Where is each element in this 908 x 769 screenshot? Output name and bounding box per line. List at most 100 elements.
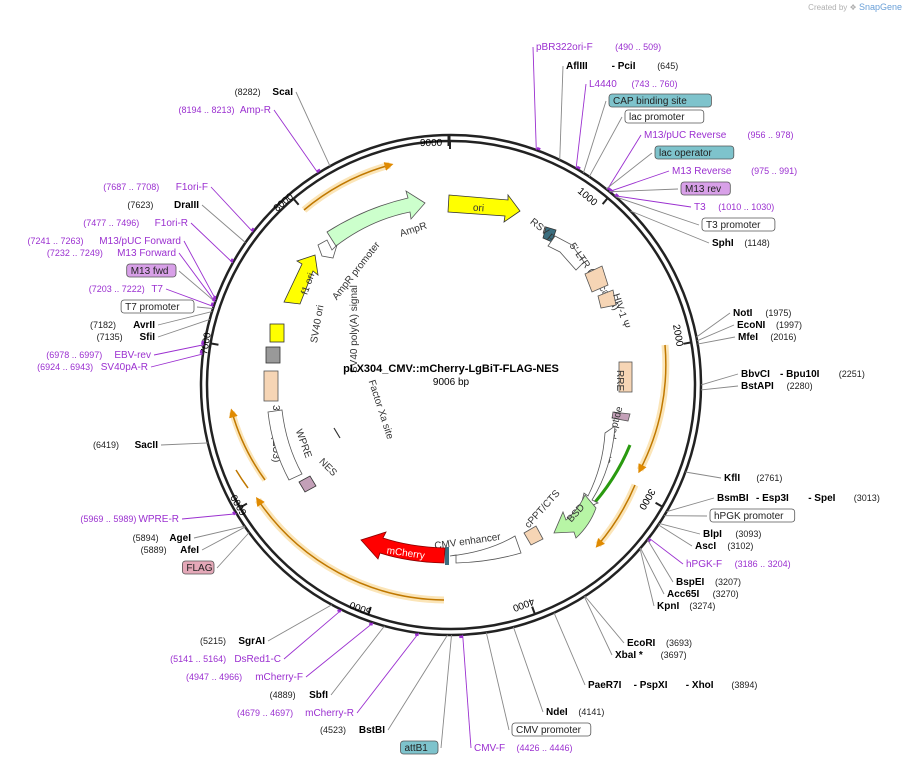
map-label-ecori[interactable]: EcoRI(3693) [627, 638, 692, 649]
map-label-blpi[interactable]: BlpI (3093) [703, 529, 761, 540]
tick-mark [531, 606, 536, 615]
feature-ltr3-box [263, 370, 279, 402]
map-label-ampr[interactable]: Amp-R(8194 .. 8213) [178, 105, 271, 116]
map-label-mcherryf[interactable]: mCherry-F(4947 .. 4966) [186, 672, 303, 683]
map-label-m13revbox[interactable]: M13 rev [680, 181, 731, 196]
site-coord: (3093) [735, 529, 761, 539]
map-label-sv40pa[interactable]: SV40pA-R(6924 .. 6943) [37, 362, 148, 373]
map-label-f1orir[interactable]: F1ori-R(7477 .. 7496) [83, 218, 188, 229]
map-label-l4440[interactable]: L4440(743 .. 760) [589, 79, 678, 90]
label-connector [606, 134, 642, 191]
map-label-hpgkprom[interactable]: hPGK promoter [709, 508, 796, 523]
map-label-lacprom[interactable]: lac promoter [624, 109, 705, 124]
primer-name: mCherry-R [305, 708, 354, 719]
map-label-asci[interactable]: AscI(3102) [695, 541, 753, 552]
map-label-m13forward[interactable]: M13 Forward(7232 .. 7249) [47, 248, 176, 259]
label-connector [532, 46, 537, 151]
primer-name: F1ori-F [176, 182, 208, 193]
map-label-bstapi[interactable]: BstAPI(2280) [741, 381, 813, 392]
feature-hiv-box [584, 265, 609, 293]
map-label-sfii[interactable]: SfiI(7135) [97, 332, 156, 343]
site-coord: (3274) [689, 601, 715, 611]
site-name-alt: - SpeI [808, 493, 835, 504]
map-label-paer7i[interactable]: PaeR7I- PspXI- XhoI(3894) [588, 680, 757, 691]
orf-arc-right-low-line [595, 484, 636, 548]
map-label-kpni[interactable]: KpnI(3274) [657, 601, 715, 612]
map-label-afliii[interactable]: AflIII- PciI(645) [566, 61, 678, 72]
map-label-noti[interactable]: NotI(1975) [733, 308, 791, 319]
feature-gp41-box [611, 411, 631, 422]
map-label-flag[interactable]: FLAG [181, 560, 215, 575]
map-label-xbai[interactable]: XbaI *(3697) [615, 650, 687, 661]
site-name: BlpI [703, 529, 722, 540]
site-name: SphI [712, 238, 734, 249]
map-label-sphi[interactable]: SphI(1148) [712, 238, 770, 249]
label-connector [273, 109, 319, 174]
label-connector [609, 188, 679, 193]
primer-mark [201, 340, 205, 345]
map-label-acc65i[interactable]: Acc65I(3270) [667, 589, 739, 600]
map-label-hpgkf[interactable]: hPGK-F(3186 .. 3204) [686, 559, 791, 570]
site-name: ScaI [272, 87, 293, 98]
map-label-sbfi[interactable]: SbfI(4889) [270, 690, 329, 701]
feature-tag-box [608, 93, 712, 108]
site-coord: (7623) [127, 200, 153, 210]
map-label-dsred[interactable]: DsRed1-C(5141 .. 5164) [170, 654, 281, 665]
site-name: SfiI [139, 332, 155, 343]
map-label-t7prom[interactable]: T7 promoter [120, 299, 195, 314]
map-label-attb1[interactable]: attB1 [400, 740, 439, 755]
site-coord: (4141) [578, 707, 604, 717]
map-label-wprer[interactable]: WPRE-R(5969 .. 5989) [80, 514, 179, 525]
map-label-t3prom[interactable]: T3 promoter [701, 217, 776, 232]
label-connector [157, 311, 213, 326]
map-label-bspei[interactable]: BspEI(3207) [676, 577, 741, 588]
map-label-pbr322ori[interactable]: pBR322ori-F(490 .. 509) [536, 42, 661, 53]
map-label-scai[interactable]: ScaI(8282) [235, 87, 294, 98]
map-label-m13rev[interactable]: M13 Reverse(975 .. 991) [672, 166, 797, 177]
label-connector [181, 513, 237, 520]
site-coord: (3894) [731, 680, 757, 690]
map-label-econi[interactable]: EcoNI(1997) [737, 320, 802, 331]
site-name-alt: - Esp3I [756, 493, 789, 504]
map-label-mfei[interactable]: MfeI(2016) [738, 332, 796, 343]
map-label-bstbi[interactable]: BstBI(4523) [320, 725, 385, 736]
feature-tag-box [654, 145, 735, 160]
site-coord: (1997) [776, 320, 802, 330]
map-label-kfli[interactable]: KflI(2761) [724, 473, 782, 484]
map-label-lacop[interactable]: lac operator [654, 145, 735, 160]
label-connector [160, 442, 208, 446]
label-connector [440, 634, 452, 749]
credit-watermark: Created by ❖ SnapGene [808, 2, 902, 12]
map-label-cmvf[interactable]: CMV-F(4426 .. 4446) [474, 743, 573, 754]
feature-tag-box [709, 508, 796, 523]
site-name: BsmBI [717, 493, 749, 504]
map-label-m13pucf[interactable]: M13/pUC Forward(7241 .. 7263) [27, 236, 181, 247]
map-label-ndei[interactable]: NdeI(4141) [546, 707, 604, 718]
map-label-avrii[interactable]: AvrII(7182) [90, 320, 155, 331]
map-label-t3[interactable]: T3(1010 .. 1030) [694, 202, 774, 213]
tick-label: 7000 [199, 331, 214, 355]
map-label-draiii[interactable]: DraIII(7623) [127, 200, 199, 211]
feature-tag-text: hPGK promoter [714, 511, 784, 522]
map-label-afei[interactable]: AfeI(5889) [141, 545, 200, 556]
primer-name: CMV-F [474, 743, 505, 754]
map-label-agei[interactable]: AgeI(5894) [133, 533, 192, 544]
map-label-capsite[interactable]: CAP binding site [608, 93, 712, 108]
label-connector [583, 596, 613, 656]
map-label-ebvrev[interactable]: EBV-rev(6978 .. 6997) [46, 350, 151, 361]
map-label-cmvprom[interactable]: CMV promoter [511, 722, 592, 737]
map-label-m13fwd[interactable]: M13 fwd [126, 263, 177, 278]
site-name: MfeI [738, 332, 758, 343]
map-label-sacii[interactable]: SacII(6419) [93, 440, 158, 451]
site-name: NotI [733, 308, 753, 319]
map-label-mcherryr[interactable]: mCherry-R(4679 .. 4697) [237, 708, 354, 719]
primer-coord: (6978 .. 6997) [46, 350, 102, 360]
map-label-f1orif[interactable]: F1ori-F(7687 .. 7708) [103, 182, 208, 193]
map-label-m13puc[interactable]: M13/pUC Reverse(956 .. 978) [644, 130, 794, 141]
map-label-bsmbi[interactable]: BsmBI- Esp3I- SpeI(3013) [717, 493, 880, 504]
primer-name: WPRE-R [138, 514, 179, 525]
map-label-bbvci[interactable]: BbvCI- Bpu10I(2251) [741, 369, 865, 380]
label-connector [575, 83, 587, 169]
map-label-t7[interactable]: T7(7203 .. 7222) [89, 284, 164, 295]
map-label-sgrai[interactable]: SgrAI(5215) [200, 636, 265, 647]
